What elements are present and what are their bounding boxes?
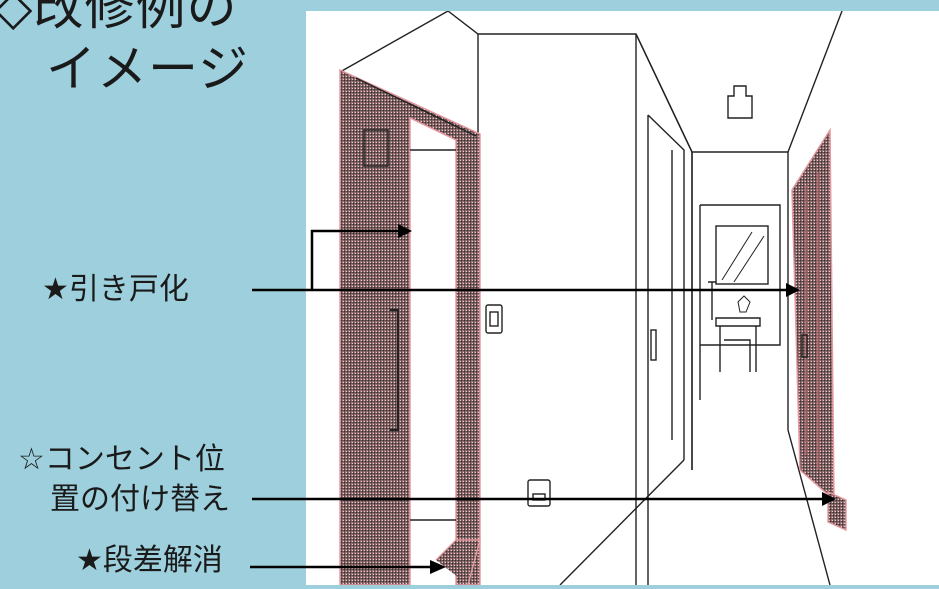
door-pull-handle xyxy=(390,309,399,431)
hallway-illustration xyxy=(306,10,939,586)
annotation-outlet-line-1: ☆コンセント位 xyxy=(18,442,225,477)
page-title: ◇改修例の イメージ xyxy=(0,0,249,100)
arrowhead-door-left xyxy=(398,224,412,238)
title-line-2: イメージ xyxy=(46,40,249,98)
arrowhead-door-right xyxy=(786,283,800,297)
closet-door xyxy=(647,114,685,585)
light-switch xyxy=(485,304,503,334)
right-door-handle xyxy=(801,334,808,358)
arrowhead-outlet xyxy=(822,492,836,506)
far-door-handle xyxy=(708,281,716,320)
far-window xyxy=(715,225,769,285)
title-line-1: ◇改修例の xyxy=(0,0,238,36)
arrow-line-door-branch xyxy=(310,229,400,290)
annotation-outlet-line-2: 置の付け替え xyxy=(50,482,230,517)
switch-plate xyxy=(489,311,499,327)
annotation-sliding-door: ★引き戸化 xyxy=(42,272,189,307)
hallway-drawing xyxy=(339,10,847,586)
window-glare xyxy=(721,231,765,283)
wall-outlet xyxy=(527,479,551,507)
relocated-outlet xyxy=(827,490,847,532)
flower-vase xyxy=(737,295,751,313)
far-desk-chair xyxy=(715,317,761,372)
ceiling-left-edge xyxy=(339,10,449,73)
threshold-ramp xyxy=(435,539,481,586)
arrowhead-step xyxy=(430,560,446,574)
floor-edges xyxy=(559,429,831,586)
closet-handle xyxy=(650,329,657,361)
right-door-panels xyxy=(805,172,819,470)
door-vent xyxy=(363,129,389,167)
annotation-step-removal: ★段差解消 xyxy=(76,543,223,578)
door-lintel xyxy=(355,77,477,137)
ceiling-light xyxy=(727,85,753,119)
door-opening-lines xyxy=(410,149,456,521)
